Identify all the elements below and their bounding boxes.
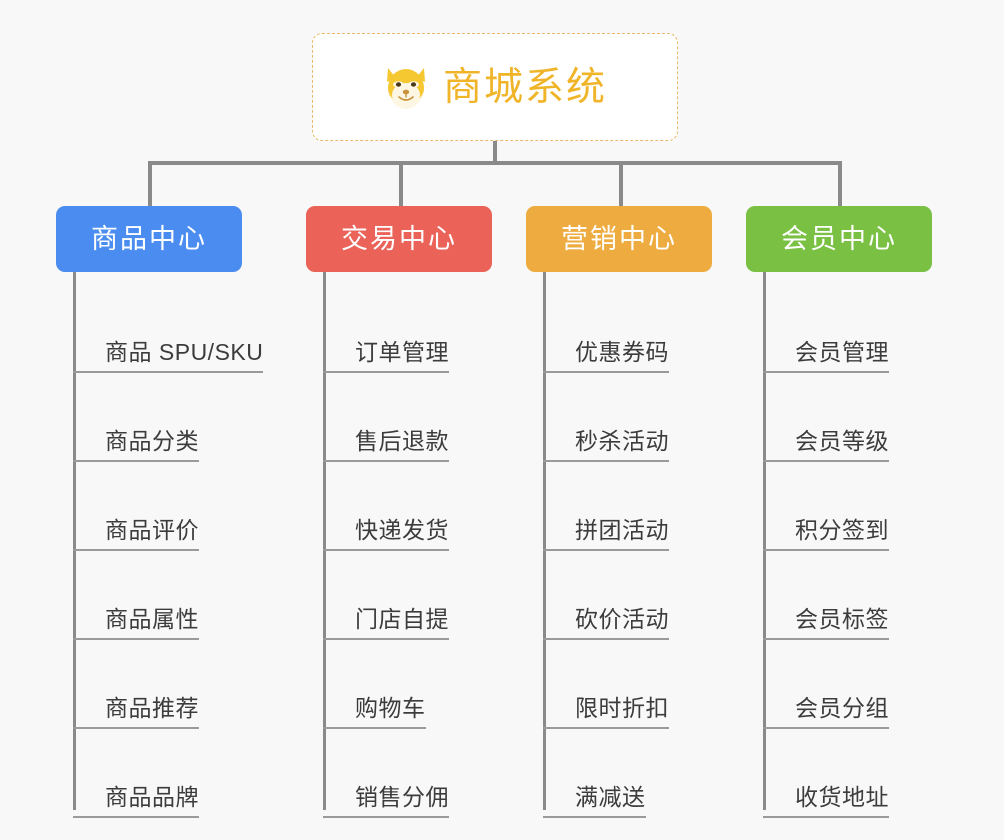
leaf-item[interactable]: 售后退款 — [276, 373, 508, 462]
connector-drop-2 — [399, 161, 403, 208]
shiba-dog-face-icon — [383, 65, 429, 109]
category-column-marketing: 营销中心 优惠券码 秒杀活动 拼团活动 砍价活动 限时折扣 满减送 — [496, 206, 728, 818]
leaf-item-label: 拼团活动 — [575, 516, 669, 543]
leaf-item[interactable]: 限时折扣 — [496, 640, 728, 729]
connector-spine-product — [73, 272, 76, 810]
leaf-item-label: 商品 SPU/SKU — [105, 338, 264, 365]
category-header-label: 商品中心 — [91, 223, 207, 254]
leaf-item-label: 会员标签 — [795, 605, 889, 632]
leaf-item-label: 商品分类 — [105, 427, 199, 454]
leaf-item-label: 限时折扣 — [575, 694, 669, 721]
connector-spine-member — [763, 272, 766, 810]
leaf-item-label: 订单管理 — [355, 338, 449, 365]
leaf-item-label: 会员管理 — [795, 338, 889, 365]
leaf-item-label: 优惠券码 — [575, 338, 669, 365]
connector-drop-4 — [838, 161, 842, 208]
leaf-item[interactable]: 砍价活动 — [496, 551, 728, 640]
leaf-item[interactable]: 会员标签 — [716, 551, 948, 640]
leaf-item-label: 快递发货 — [355, 516, 449, 543]
leaf-item-label: 满减送 — [575, 783, 646, 810]
category-header-label: 交易中心 — [341, 223, 457, 254]
category-column-product: 商品中心 商品 SPU/SKU 商品分类 商品评价 商品属性 商品推荐 商品品牌 — [56, 206, 288, 818]
connector-drop-3 — [619, 161, 623, 208]
leaf-item[interactable]: 满减送 — [496, 729, 728, 818]
leaf-item[interactable]: 拼团活动 — [496, 462, 728, 551]
leaf-list-member: 会员管理 会员等级 积分签到 会员标签 会员分组 收货地址 — [716, 272, 948, 818]
leaf-item[interactable]: 会员分组 — [716, 640, 948, 729]
category-header-label: 营销中心 — [561, 223, 677, 254]
leaf-item[interactable]: 会员管理 — [716, 284, 948, 373]
connector-spine-trade — [323, 272, 326, 810]
connector-spine-marketing — [543, 272, 546, 810]
leaf-list-trade: 订单管理 售后退款 快递发货 门店自提 购物车 销售分佣 — [276, 272, 508, 818]
leaf-item-label: 秒杀活动 — [575, 427, 669, 454]
category-column-member: 会员中心 会员管理 会员等级 积分签到 会员标签 会员分组 收货地址 — [716, 206, 948, 818]
leaf-item[interactable]: 快递发货 — [276, 462, 508, 551]
leaf-item-label: 收货地址 — [795, 783, 889, 810]
leaf-item[interactable]: 商品属性 — [56, 551, 288, 640]
leaf-item[interactable]: 商品推荐 — [56, 640, 288, 729]
leaf-item-label: 砍价活动 — [575, 605, 669, 632]
leaf-item[interactable]: 销售分佣 — [276, 729, 508, 818]
leaf-item[interactable]: 优惠券码 — [496, 284, 728, 373]
leaf-item-label: 门店自提 — [355, 605, 449, 632]
connector-horizontal-bus — [148, 161, 842, 165]
leaf-item[interactable]: 收货地址 — [716, 729, 948, 818]
leaf-item[interactable]: 商品品牌 — [56, 729, 288, 818]
leaf-list-marketing: 优惠券码 秒杀活动 拼团活动 砍价活动 限时折扣 满减送 — [496, 272, 728, 818]
leaf-item-label: 会员分组 — [795, 694, 889, 721]
leaf-item-label: 会员等级 — [795, 427, 889, 454]
root-title: 商城系统 — [442, 65, 607, 109]
leaf-item-label: 销售分佣 — [355, 783, 449, 810]
leaf-item[interactable]: 门店自提 — [276, 551, 508, 640]
leaf-item[interactable]: 会员等级 — [716, 373, 948, 462]
leaf-item-label: 积分签到 — [795, 516, 889, 543]
leaf-item[interactable]: 商品评价 — [56, 462, 288, 551]
category-header-product[interactable]: 商品中心 — [56, 206, 242, 272]
leaf-item-label: 商品评价 — [105, 516, 199, 543]
connector-root-stem — [493, 141, 497, 163]
leaf-item-label: 商品品牌 — [105, 783, 199, 810]
category-header-trade[interactable]: 交易中心 — [306, 206, 492, 272]
leaf-item-label: 购物车 — [355, 694, 426, 721]
category-column-trade: 交易中心 订单管理 售后退款 快递发货 门店自提 购物车 销售分佣 — [276, 206, 508, 818]
leaf-item[interactable]: 积分签到 — [716, 462, 948, 551]
leaf-item[interactable]: 秒杀活动 — [496, 373, 728, 462]
leaf-item[interactable]: 商品分类 — [56, 373, 288, 462]
leaf-item[interactable]: 购物车 — [276, 640, 508, 729]
category-header-member[interactable]: 会员中心 — [746, 206, 932, 272]
category-header-marketing[interactable]: 营销中心 — [526, 206, 712, 272]
leaf-item-label: 商品推荐 — [105, 694, 199, 721]
leaf-item-label: 商品属性 — [105, 605, 199, 632]
leaf-list-product: 商品 SPU/SKU 商品分类 商品评价 商品属性 商品推荐 商品品牌 — [56, 272, 288, 818]
leaf-item-label: 售后退款 — [355, 427, 449, 454]
root-node[interactable]: 商城系统 — [312, 33, 678, 141]
connector-drop-1 — [148, 161, 152, 208]
category-header-label: 会员中心 — [781, 223, 897, 254]
leaf-item[interactable]: 订单管理 — [276, 284, 508, 373]
leaf-item[interactable]: 商品 SPU/SKU — [56, 284, 288, 373]
